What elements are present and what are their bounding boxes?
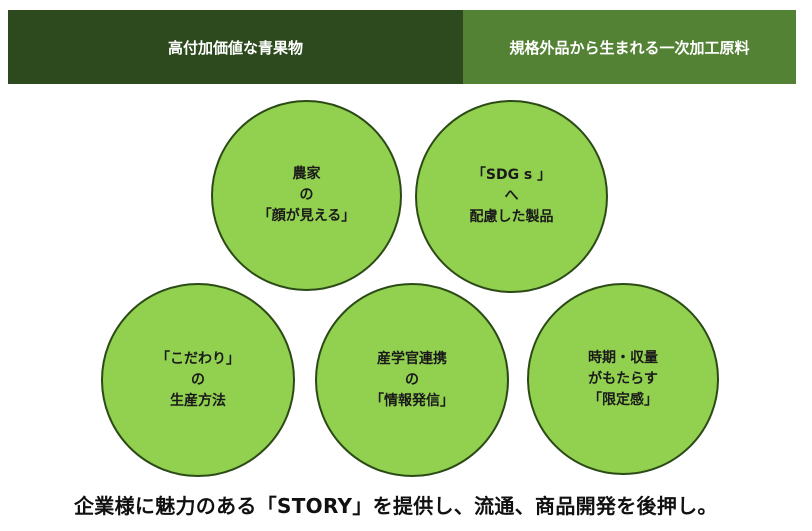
circle-sdgs-product: 「SDG s 」 へ 配慮した製品 bbox=[415, 100, 608, 293]
circle-farmer-visible: 農家 の 「顔が見える」 bbox=[211, 100, 402, 291]
circle-line: の bbox=[191, 371, 205, 388]
header-tab-label: 規格外品から生まれる一次加工原料 bbox=[509, 38, 750, 57]
circle-line: 「情報発信」 bbox=[370, 392, 454, 409]
circle-text: 時期・収量 がもたらす 「限定感」 bbox=[588, 348, 658, 411]
circle-text: 「SDG s 」 へ 配慮した製品 bbox=[470, 165, 554, 228]
circle-text: 農家 の 「顔が見える」 bbox=[258, 164, 356, 227]
tagline: 企業様に魅力のある「STORY」を提供し、流通、商品開発を後押し。 bbox=[74, 494, 718, 518]
header-tab-processing-material: 規格外品から生まれる一次加工原料 bbox=[463, 10, 796, 84]
circle-line: 「SDG s 」 bbox=[471, 167, 552, 183]
circle-line: 「顔が見える」 bbox=[257, 208, 356, 224]
circle-line: へ bbox=[504, 188, 519, 204]
circle-line: がもたらす bbox=[588, 370, 658, 387]
circle-limited-edition: 時期・収量 がもたらす 「限定感」 bbox=[527, 283, 719, 475]
circle-line: 「こだわり」 bbox=[156, 350, 240, 367]
circle-text: 「こだわり」 の 生産方法 bbox=[156, 349, 240, 412]
circle-line: 生産方法 bbox=[170, 392, 226, 409]
circle-line: 配慮した製品 bbox=[469, 209, 554, 225]
circle-line: 時期・収量 bbox=[588, 349, 658, 366]
circle-production-method: 「こだわり」 の 生産方法 bbox=[101, 283, 295, 477]
circle-industry-academia: 産学官連携 の 「情報発信」 bbox=[315, 283, 509, 477]
circle-line: 産学官連携 bbox=[377, 350, 447, 367]
circle-line: の bbox=[299, 187, 314, 203]
header-tab-high-value-produce: 高付加価値な青果物 bbox=[8, 10, 463, 84]
header-tab-label: 高付加価値な青果物 bbox=[167, 38, 303, 57]
circle-line: 「限定感」 bbox=[588, 391, 658, 408]
circle-line: 農家 bbox=[292, 166, 321, 182]
circle-line: の bbox=[405, 371, 419, 388]
circle-text: 産学官連携 の 「情報発信」 bbox=[370, 349, 454, 412]
